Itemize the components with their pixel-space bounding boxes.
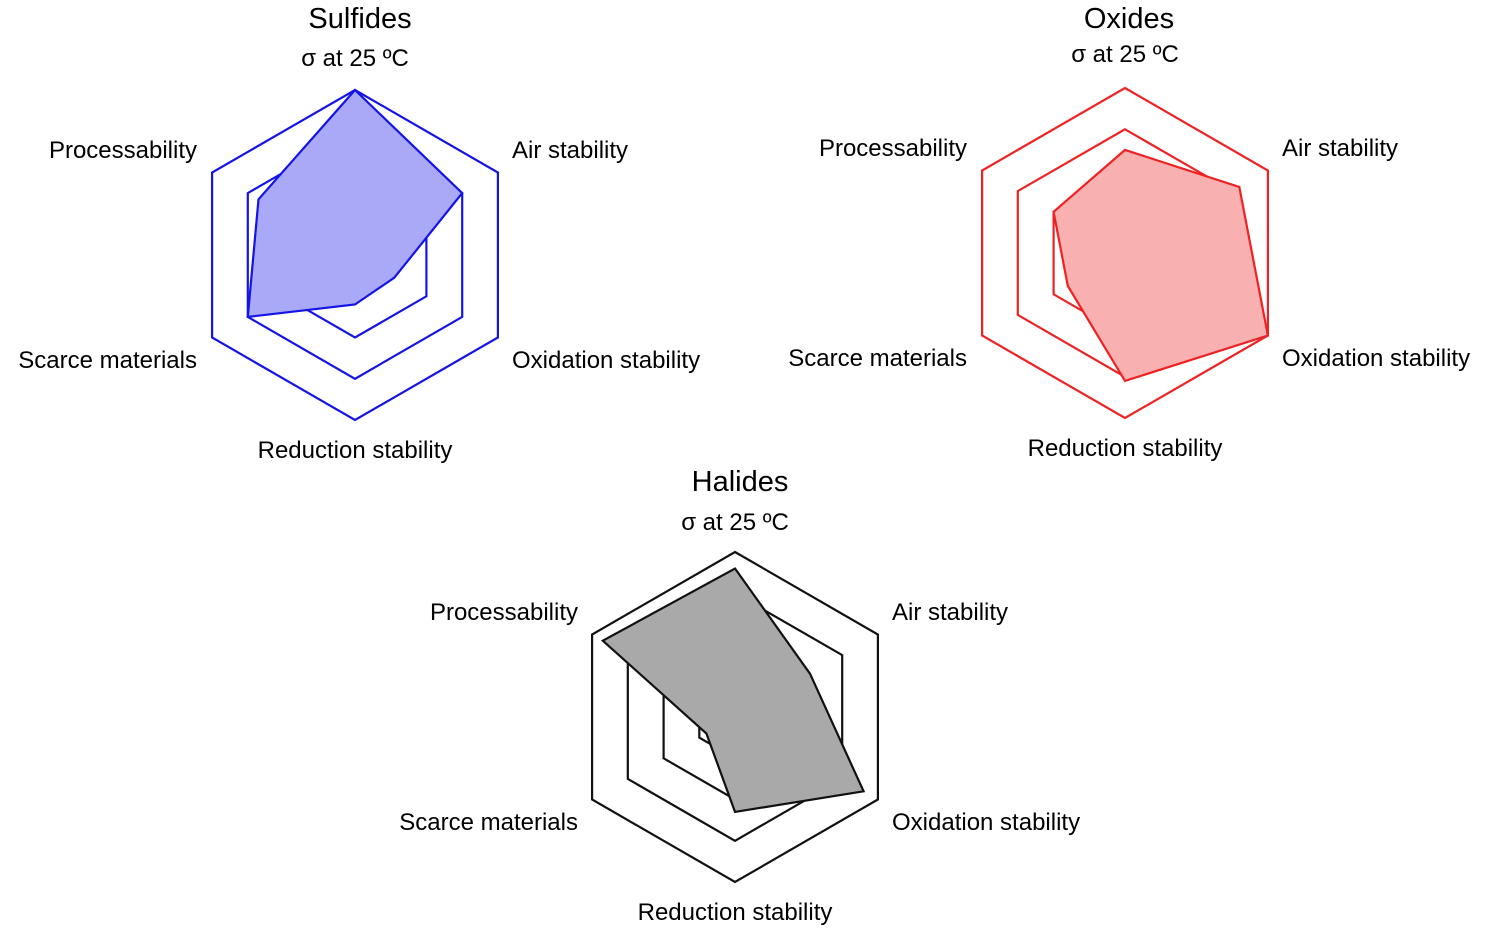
oxides-axis-label-air-stability: Air stability	[1282, 135, 1398, 162]
halides-axis-label-air-stability: Air stability	[892, 599, 1008, 626]
sulfides-axis-label-air-stability: Air stability	[512, 137, 628, 164]
oxides-axis-label-conductivity: σ at 25 ºC	[1071, 41, 1179, 68]
halides-axis-label-reduction-stability: Reduction stability	[638, 899, 833, 926]
sulfides-axis-label-scarce-materials: Scarce materials	[18, 347, 197, 374]
oxides-axis-label-scarce-materials: Scarce materials	[788, 345, 967, 372]
sulfides-radar-chart: Sulfides σ at 25 ºC Air stability Oxidat…	[18, 3, 700, 464]
sulfides-series	[246, 88, 464, 319]
oxides-series	[1052, 148, 1270, 383]
oxides-title: Oxides	[1084, 3, 1174, 35]
halides-grid-ring-4	[590, 550, 880, 884]
oxides-grid-ring-4	[980, 86, 1270, 420]
sulfides-grid-ring-4	[211, 88, 499, 422]
halides-axis-label-oxidation-stability: Oxidation stability	[892, 809, 1080, 836]
halides-axis-label-scarce-materials: Scarce materials	[399, 809, 578, 836]
halides-series	[600, 567, 866, 814]
sulfides-title: Sulfides	[308, 3, 411, 35]
halides-data-polygon-0	[600, 567, 866, 814]
sulfides-axis-label-conductivity: σ at 25 ºC	[301, 45, 409, 72]
halides-radar-chart: Halides σ at 25 ºC Air stability Oxidati…	[399, 466, 1080, 926]
oxides-radar-chart: Oxides σ at 25 ºC Air stability Oxidatio…	[788, 3, 1470, 462]
halides-axis-label-processability: Processability	[430, 599, 578, 626]
oxides-axis-label-oxidation-stability: Oxidation stability	[1282, 345, 1470, 372]
oxides-data-polygon-0	[1052, 148, 1270, 383]
sulfides-axis-label-oxidation-stability: Oxidation stability	[512, 347, 700, 374]
sulfides-axis-label-processability: Processability	[49, 137, 197, 164]
halides-axis-label-conductivity: σ at 25 ºC	[681, 509, 789, 536]
sulfides-axis-label-reduction-stability: Reduction stability	[258, 437, 453, 464]
halides-title: Halides	[692, 466, 789, 498]
sulfides-data-polygon-0	[246, 88, 464, 319]
oxides-axis-label-processability: Processability	[819, 135, 967, 162]
oxides-axis-label-reduction-stability: Reduction stability	[1028, 435, 1223, 462]
